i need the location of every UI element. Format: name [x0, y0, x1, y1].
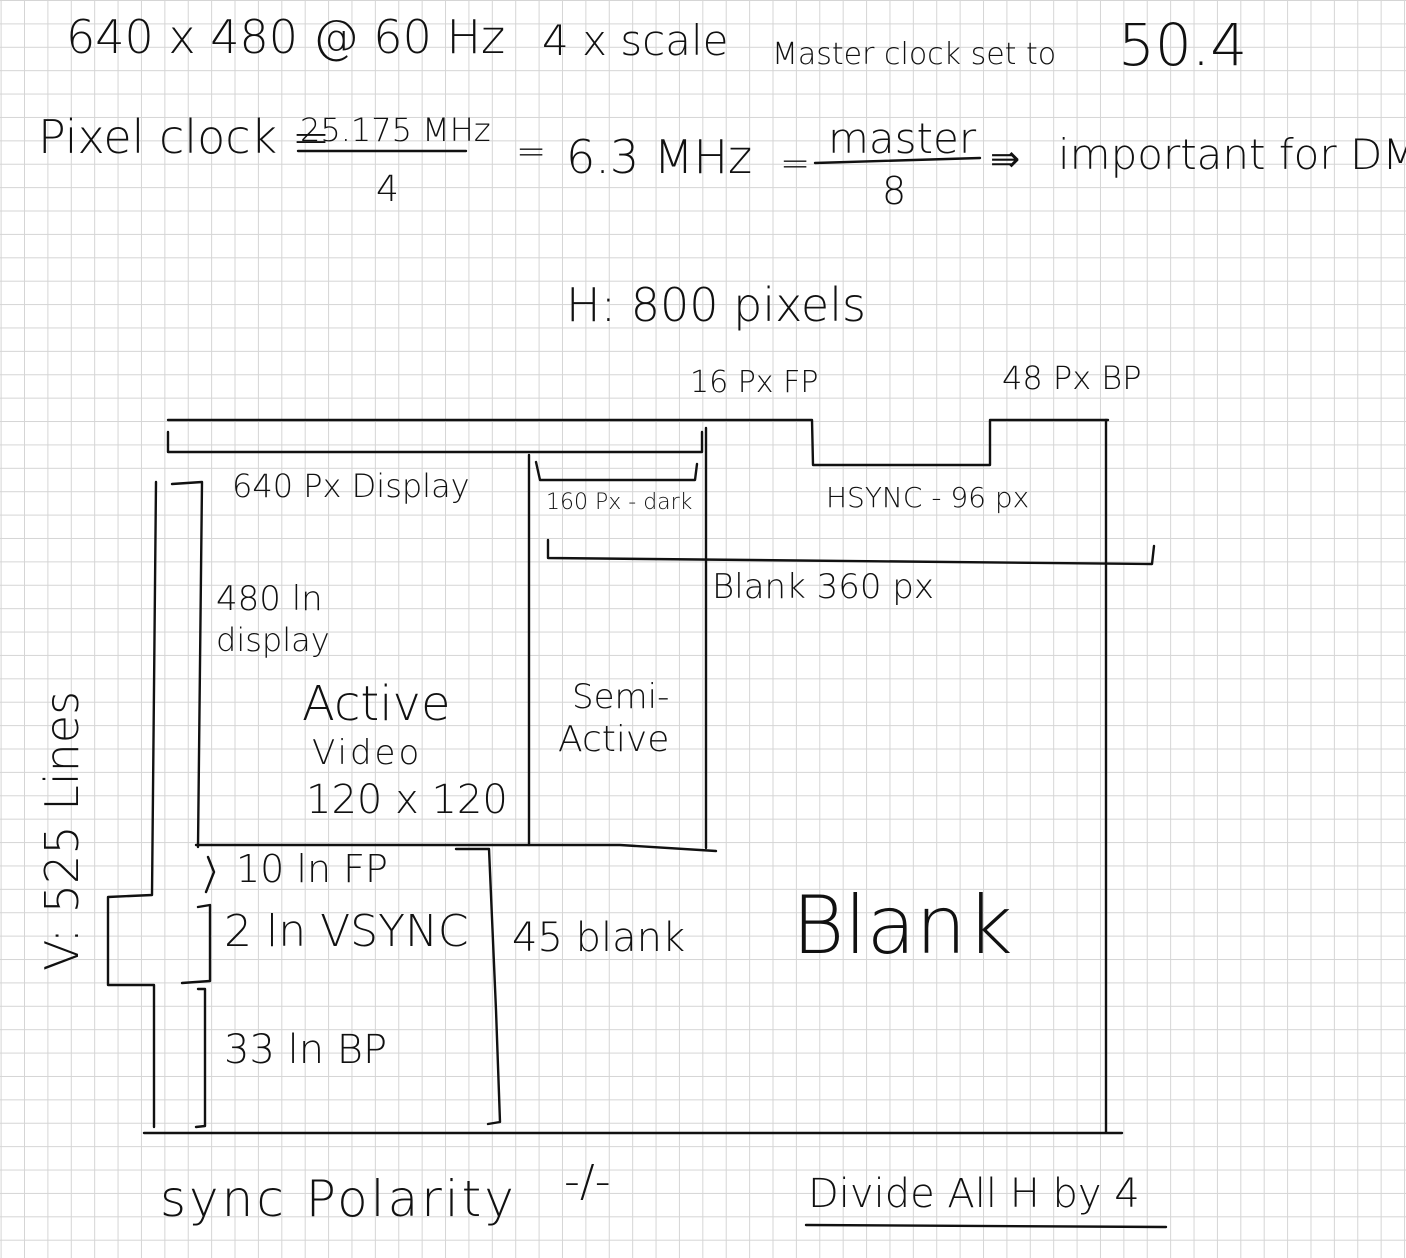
- scale-label: 4 x scale: [542, 16, 729, 65]
- vsync-waveform: [106, 480, 158, 1129]
- h-front-porch-label: 16 Px FP: [690, 365, 819, 400]
- pixel-clock-equals: =: [516, 131, 547, 172]
- v-front-porch-label: 10 ln FP: [236, 847, 388, 891]
- h-dark-label: 160 Px - dark: [546, 490, 693, 515]
- bracket-33-ln: [194, 987, 207, 1129]
- sync-polarity-value: -/-: [564, 1156, 611, 1207]
- v-display-lines: 480 ln: [216, 579, 323, 619]
- bracket-10-ln: [204, 855, 216, 894]
- vsync-label: 2 ln VSYNC: [224, 906, 469, 957]
- bracket-2-ln: [180, 903, 212, 985]
- active-video-sub: Video: [312, 733, 423, 773]
- semi-active-line1: Semi-: [572, 677, 670, 717]
- approx-sign: =: [780, 143, 811, 184]
- active-region-bottom: [194, 843, 718, 853]
- pixel-clock-denominator: 4: [376, 169, 399, 210]
- blank-region-label: Blank: [792, 879, 1013, 972]
- v-back-porch-label: 33 ln BP: [224, 1027, 388, 1073]
- master-denominator: 8: [882, 169, 907, 213]
- dma-note: important for DMA: [1058, 130, 1406, 179]
- h-blank-label: Blank 360 px: [712, 567, 934, 607]
- h-display-label: 640 Px Display: [232, 467, 470, 505]
- sync-polarity-label: sync Polarity: [160, 1170, 517, 1228]
- v-blank-label: 45 blank: [512, 915, 686, 961]
- pixel-clock-result: 6.3 MHz: [566, 130, 753, 184]
- h-back-porch-label: 48 Px BP: [1002, 359, 1142, 397]
- v-display-word: display: [216, 621, 330, 659]
- master-clock-value: 50.4: [1118, 11, 1248, 79]
- implies-arrow: ⇛: [990, 139, 1021, 180]
- divide-underline: [804, 1223, 1168, 1229]
- bracket-480-ln: [170, 480, 204, 849]
- brace-360-px: [546, 538, 1156, 566]
- divide-note: Divide All H by 4: [808, 1171, 1140, 1217]
- active-video-resolution: 120 x 120: [306, 777, 508, 823]
- brace-160-px: [534, 460, 699, 482]
- semi-active-line2: Active: [558, 719, 670, 760]
- resolution-label: 640 x 480 @ 60 Hz: [66, 10, 506, 64]
- master-clock-label: Master clock set to: [772, 37, 1057, 72]
- master-fraction-bar: [813, 156, 982, 165]
- brace-640-px: [166, 430, 704, 454]
- vertical-title: V: 525 Lines: [35, 690, 89, 972]
- horizontal-title: H: 800 pixels: [566, 278, 866, 332]
- master-numerator: master: [828, 114, 977, 163]
- hsync-label: HSYNC - 96 px: [826, 481, 1030, 514]
- bracket-45-blank: [454, 847, 502, 1126]
- active-video-title: Active: [302, 676, 451, 732]
- pixel-clock-numerator: 25.175 MHz: [300, 111, 491, 149]
- pixel-clock-label: Pixel clock =: [38, 110, 331, 164]
- hsync-waveform: [166, 418, 1110, 467]
